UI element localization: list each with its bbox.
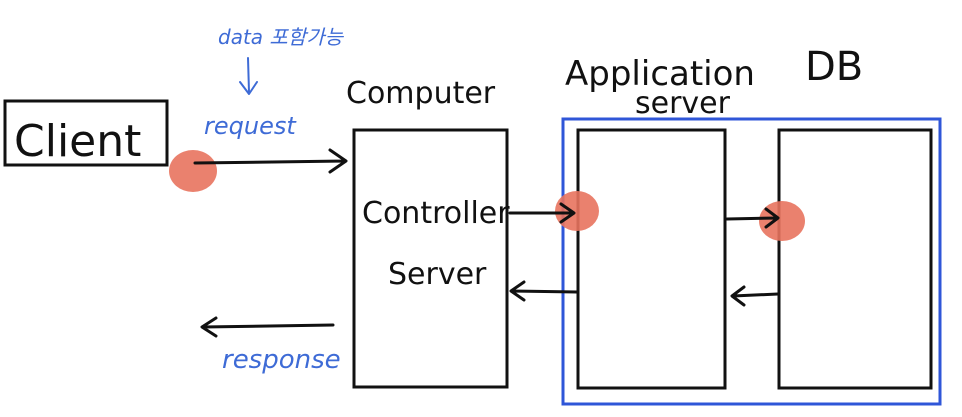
application-to-controller-arrow [509, 280, 579, 302]
server-label: Server [388, 257, 487, 292]
data-note-arrow [239, 57, 258, 95]
request-label: request [204, 112, 297, 140]
db-box [777, 128, 933, 390]
response-arrow [200, 316, 335, 338]
application-marker-dot [555, 191, 599, 231]
db-label: DB [805, 44, 863, 90]
db-marker-dot [759, 201, 805, 241]
controller-server-box [352, 128, 509, 389]
data-note-label: data 포함가능 [218, 25, 345, 49]
client-box [3, 99, 169, 167]
controller-label: Controller [362, 196, 510, 231]
application-label: Application [565, 54, 755, 94]
client-marker-dot [169, 150, 217, 192]
request-arrow [193, 148, 348, 174]
application-server-box [576, 128, 727, 390]
controller-to-application-arrow [508, 202, 576, 224]
application-to-db-arrow [725, 207, 780, 229]
client-label: Client [14, 116, 141, 167]
application-server-label: server [635, 86, 731, 121]
response-label: response [222, 345, 341, 375]
db-to-application-arrow [730, 285, 780, 307]
backend-group-frame [561, 117, 942, 406]
computer-label: Computer [346, 76, 496, 111]
